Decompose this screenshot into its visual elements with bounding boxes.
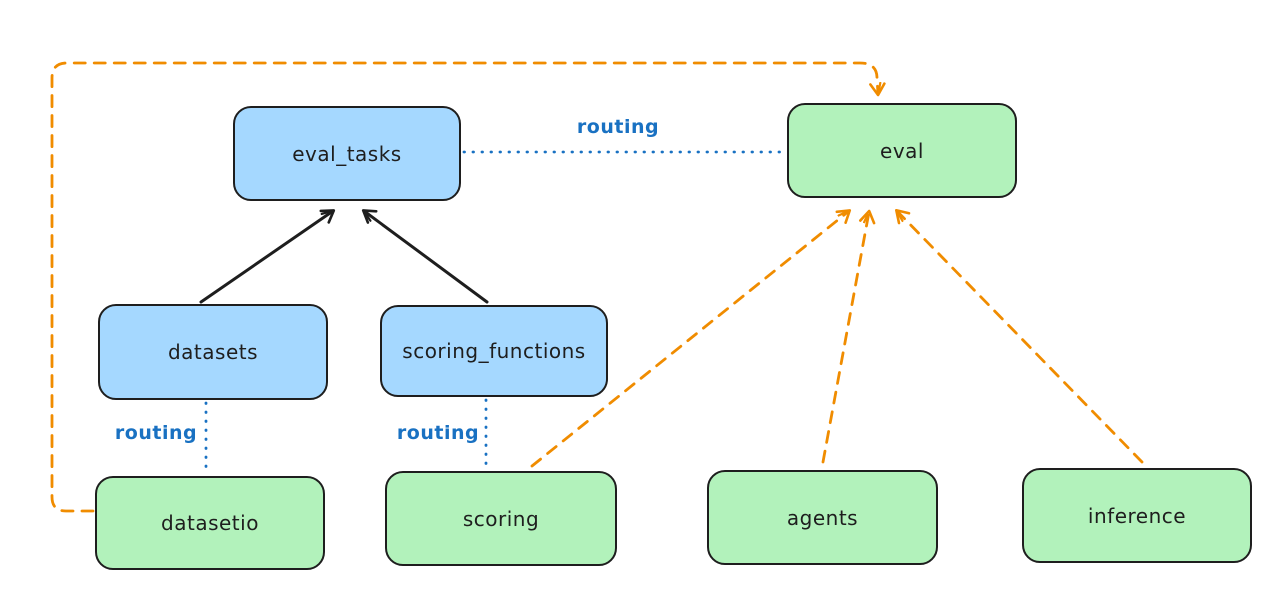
- node-scoring-functions-label: scoring_functions: [402, 339, 586, 363]
- node-eval: eval: [787, 103, 1017, 198]
- node-datasets-label: datasets: [167, 340, 259, 364]
- node-eval-tasks: eval_tasks: [233, 106, 461, 201]
- node-agents: agents: [707, 470, 938, 565]
- node-inference: inference: [1022, 468, 1252, 563]
- edge-agents-to-eval: [821, 212, 869, 464]
- routing-label-datasets-datasetio: routing: [114, 422, 198, 444]
- node-eval-label: eval: [880, 138, 924, 163]
- routing-label-scoring-functions-scoring: routing: [396, 422, 480, 444]
- node-agents-label: agents: [786, 505, 859, 530]
- edge-scoring_functions-to-eval_tasks: [364, 211, 489, 304]
- edge-datasets-to-eval_tasks: [199, 211, 333, 304]
- node-datasets: datasets: [98, 304, 328, 400]
- node-scoring-functions: scoring_functions: [380, 305, 608, 397]
- node-scoring: scoring: [385, 471, 617, 566]
- node-eval-tasks-label: eval_tasks: [292, 141, 402, 166]
- node-inference-label: inference: [1087, 503, 1187, 528]
- edge-inference-to-eval: [897, 211, 1144, 464]
- node-datasetio: datasetio: [95, 476, 325, 570]
- node-datasetio-label: datasetio: [161, 511, 259, 535]
- node-scoring-label: scoring: [462, 506, 540, 531]
- routing-label-eval-tasks-eval: routing: [576, 116, 660, 138]
